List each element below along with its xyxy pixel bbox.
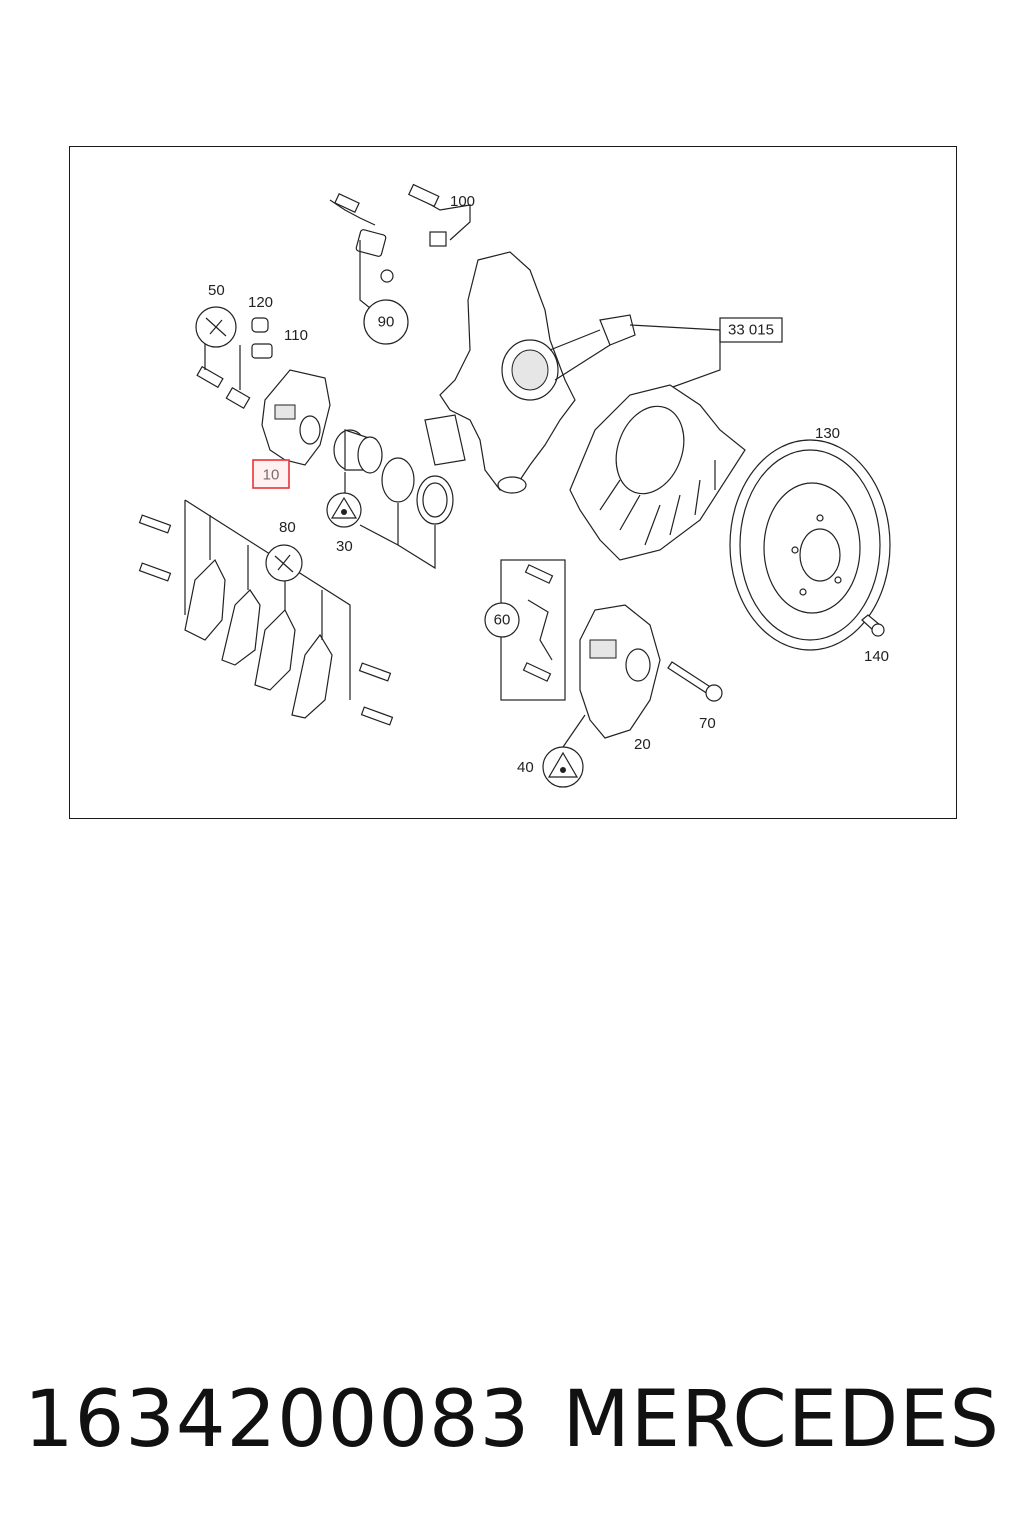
callout-90: 90 xyxy=(363,299,409,345)
piston-and-seals xyxy=(333,429,454,570)
guide-pins xyxy=(196,317,273,410)
callout-60: 60 xyxy=(484,602,520,638)
callout-label-110: 110 xyxy=(284,327,308,344)
brake-caliper-left xyxy=(261,369,331,466)
callout-30-triangle xyxy=(326,492,362,528)
callout-label-140: 140 xyxy=(864,648,889,665)
callout-label-120: 120 xyxy=(248,294,273,311)
callout-label-40: 40 xyxy=(517,759,534,776)
brand-name: MERCEDES xyxy=(562,1375,1000,1465)
bolt-140 xyxy=(861,614,885,637)
brake-disc xyxy=(729,439,891,651)
callout-label-10: 10 xyxy=(263,467,280,484)
callout-50-wrench xyxy=(195,306,237,348)
callout-label-80: 80 xyxy=(279,519,296,536)
callout-label-100: 100 xyxy=(450,193,475,210)
reference-box-33015: 33 015 xyxy=(629,317,783,389)
callout-label-90: 90 xyxy=(378,314,395,331)
callout-label-130: 130 xyxy=(815,425,840,442)
bolt-70 xyxy=(667,661,723,702)
callout-80-wrench xyxy=(265,544,303,582)
wear-sensor-100 xyxy=(407,183,471,247)
brake-pads xyxy=(138,499,394,726)
part-number: 1634200083 xyxy=(24,1375,531,1465)
steering-knuckle xyxy=(424,251,636,494)
brake-caliper-right xyxy=(579,604,661,739)
callout-label-50: 50 xyxy=(208,282,225,299)
callout-10: 10 xyxy=(252,459,290,489)
footer: 1634200083 MERCEDES xyxy=(0,1365,1024,1475)
callout-label-20: 20 xyxy=(634,736,651,753)
callout-label-70: 70 xyxy=(699,715,716,732)
dust-shield xyxy=(569,384,746,561)
callout-40-triangle xyxy=(542,714,586,788)
callout-label-30: 30 xyxy=(336,538,353,555)
callout-label-60: 60 xyxy=(494,612,511,629)
reference-label: 33 015 xyxy=(728,322,774,339)
wear-sensor-90 xyxy=(329,193,394,313)
